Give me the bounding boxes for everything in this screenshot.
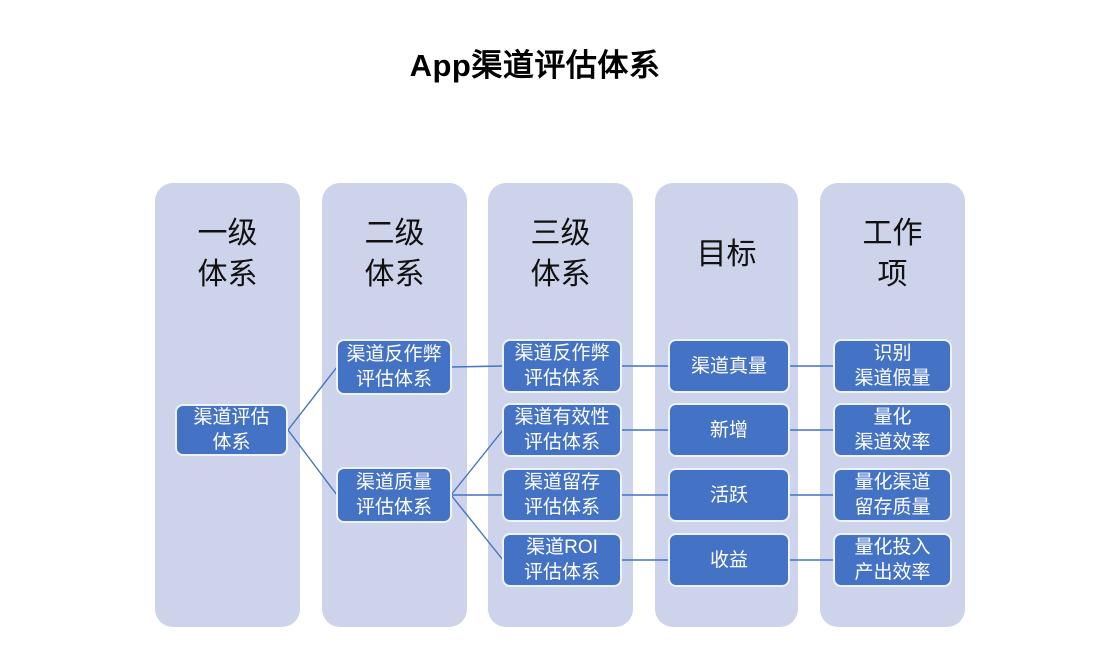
connector-line xyxy=(450,429,504,496)
column-level2: 二级 体系 xyxy=(322,183,467,627)
column-header-level2: 二级 体系 xyxy=(364,217,425,291)
node-work-identify-fake-volume: 识别 渠道假量 xyxy=(833,339,952,393)
diagram-title: App渠道评估体系 xyxy=(409,48,661,83)
node-work-quantify-retention: 量化渠道 留存质量 xyxy=(833,468,952,522)
node-anti-cheat-l3: 渠道反作弊 评估体系 xyxy=(502,339,622,393)
node-goal-active: 活跃 xyxy=(668,468,790,522)
node-quality-l2: 渠道质量 评估体系 xyxy=(336,467,452,523)
column-header-level3: 三级 体系 xyxy=(530,217,591,291)
node-goal-new-users: 新增 xyxy=(668,403,790,457)
node-channel-evaluation: 渠道评估 体系 xyxy=(175,404,288,456)
node-effectiveness-l3: 渠道有效性 评估体系 xyxy=(502,403,622,457)
node-anti-cheat-l2: 渠道反作弊 评估体系 xyxy=(336,339,452,395)
node-work-quantify-roi: 量化投入 产出效率 xyxy=(833,533,952,587)
column-header-goal: 目标 xyxy=(696,237,757,271)
node-roi-l3: 渠道ROI 评估体系 xyxy=(502,533,622,587)
connector-line xyxy=(287,366,338,431)
node-retention-l3: 渠道留存 评估体系 xyxy=(502,468,622,522)
node-goal-revenue: 收益 xyxy=(668,533,790,587)
connector-line xyxy=(287,429,338,496)
node-goal-true-volume: 渠道真量 xyxy=(668,339,790,393)
column-header-work: 工作 项 xyxy=(862,217,923,291)
node-work-quantify-efficiency: 量化 渠道效率 xyxy=(833,403,952,457)
connector-line xyxy=(450,365,504,368)
column-header-level1: 一级 体系 xyxy=(197,217,258,291)
connector-line xyxy=(450,494,504,561)
